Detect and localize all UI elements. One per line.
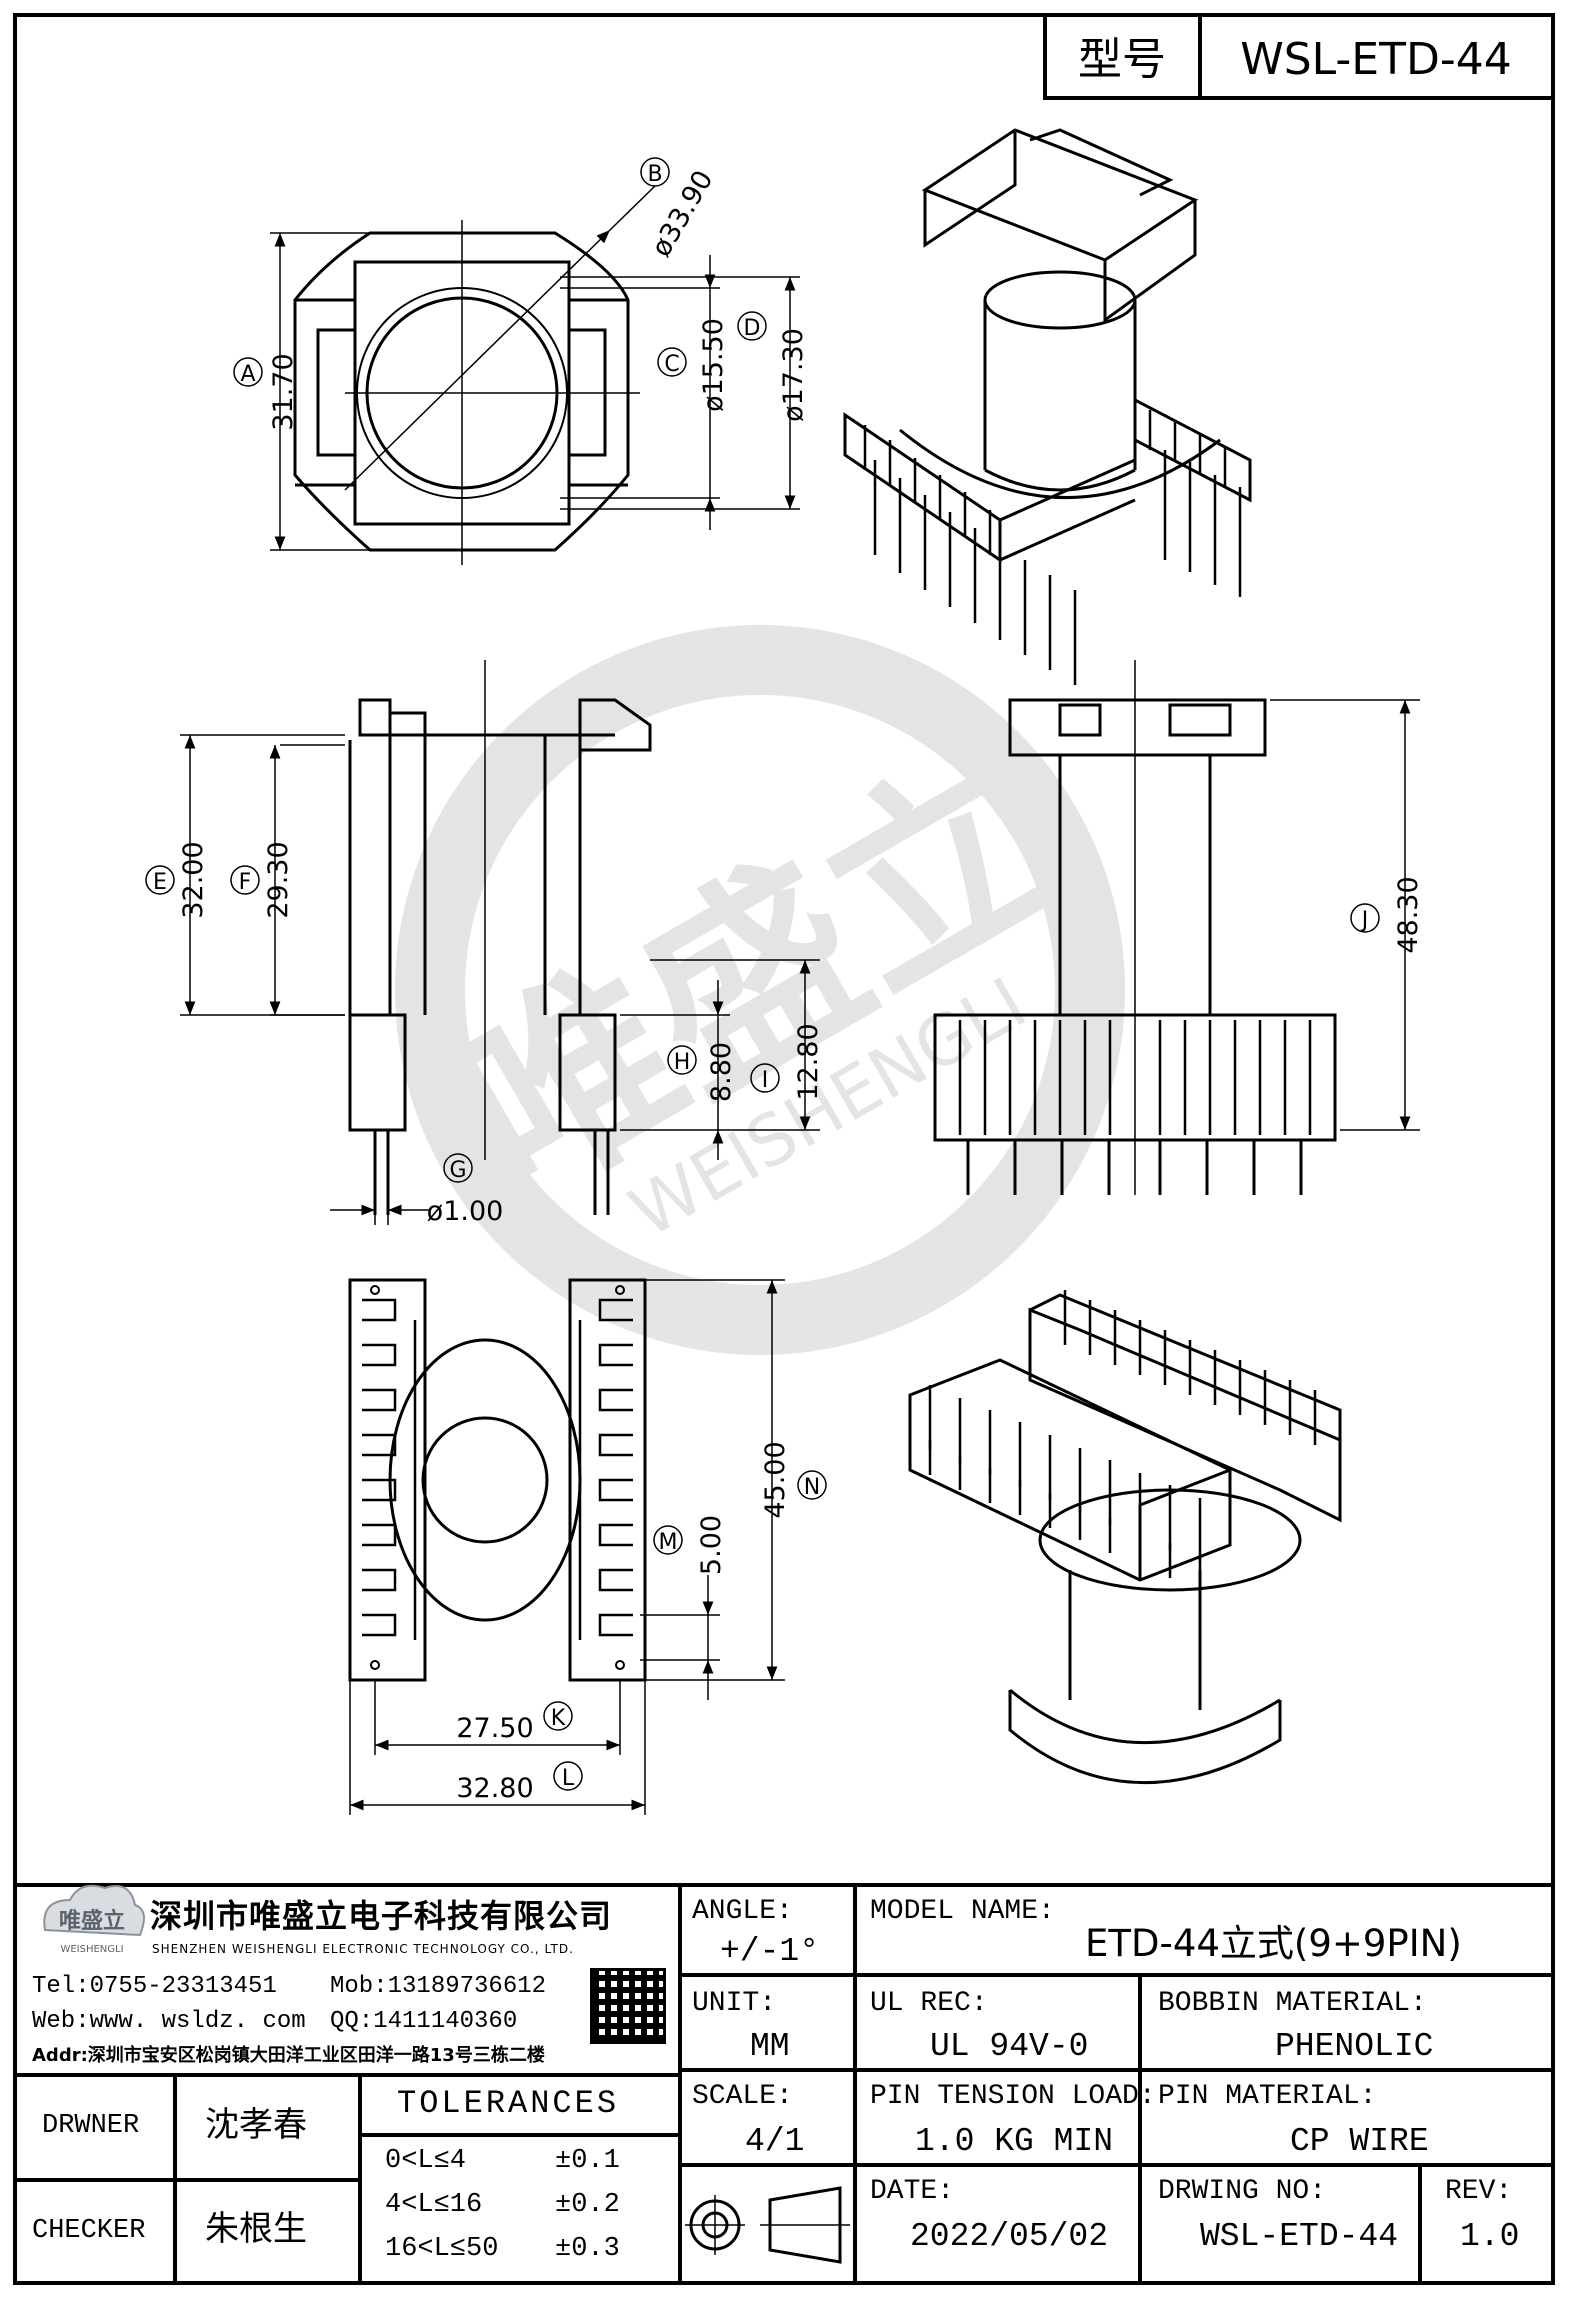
company-name-en: SHENZHEN WEISHENGLI ELECTRONIC TECHNOLOG… (152, 1942, 574, 1956)
company-mob: Mob:13189736612 (330, 1973, 547, 2000)
dim-G-value: ø1.00 (427, 1196, 504, 1227)
bobbin-material-value: PHENOLIC (1275, 2028, 1434, 2065)
company-logo: 唯盛立 WEISHENGLI (43, 1884, 145, 1955)
bobbin-material-label: BOBBIN MATERIAL: (1158, 1988, 1427, 2019)
dim-E: 32.00 E (145, 734, 345, 1016)
ul-rec-value: UL 94V-0 (930, 2028, 1089, 2065)
dim-J-value: 48.30 (1393, 876, 1424, 953)
dim-F-letter: F (239, 870, 252, 895)
tolerance-range-2: 4<L≤16 (385, 2190, 483, 2220)
header-model-label: 型号 (1078, 34, 1166, 85)
header-model-value: WSL-ETD-44 (1240, 34, 1511, 85)
dim-E-value: 32.00 (178, 841, 209, 918)
dim-L: 32.80 L (349, 1680, 646, 1815)
dim-I-letter: I (762, 1068, 769, 1093)
drawing-no-label: DRWING NO: (1158, 2176, 1327, 2207)
dim-K-value: 27.50 (456, 1713, 533, 1744)
unit-value: MM (750, 2028, 790, 2065)
tolerance-value-2: ±0.2 (555, 2190, 620, 2220)
dim-A: 31.70 A (233, 232, 370, 551)
sheet-border (13, 13, 1555, 2285)
iso-view-bottom (908, 1290, 1342, 1784)
dim-F-value: 29.30 (263, 841, 294, 918)
dim-G: ø1.00 G (330, 1153, 504, 1227)
logo-text: 唯盛立 (59, 1908, 125, 1934)
dim-J-letter: J (1360, 908, 1369, 933)
dim-M: 5.00 M (640, 1515, 727, 1700)
dim-J: 48.30 J (1270, 699, 1424, 1131)
dim-K-letter: K (551, 1706, 566, 1731)
dim-D: ø17.30 D (560, 276, 809, 510)
company-addr: Addr:深圳市宝安区松岗镇大田洋工业区田洋一路13号三栋二楼 (32, 2045, 545, 2066)
dim-N: 45.00 N (645, 1279, 827, 1681)
company-name-cn: 深圳市唯盛立电子科技有限公司 (150, 1897, 613, 1935)
model-name-value: ETD-44立式(9+9PIN) (1085, 1922, 1462, 1965)
projection-symbol (685, 2186, 850, 2264)
dim-K: 27.50 K (374, 1680, 621, 1755)
dim-B: ø33.90 B (640, 157, 720, 262)
unit-label: UNIT: (692, 1988, 777, 2019)
dim-H: 8.80 H (620, 980, 820, 1160)
model-name-label: MODEL NAME: (870, 1896, 1055, 1927)
dim-H-letter: H (674, 1050, 691, 1075)
company-qq: QQ:1411140360 (330, 2008, 518, 2035)
pin-material-value: CP WIRE (1290, 2123, 1429, 2160)
dim-G-letter: G (449, 1158, 466, 1183)
tolerance-range-3: 16<L≤50 (385, 2234, 499, 2264)
drawer-value: 沈孝春 (205, 2105, 307, 2145)
pin-tension-value: 1.0 KG MIN (915, 2123, 1114, 2160)
tolerance-value-1: ±0.1 (555, 2146, 620, 2176)
dim-C-letter: C (664, 352, 679, 377)
checker-value: 朱根生 (205, 2209, 307, 2249)
rev-label: REV: (1445, 2176, 1513, 2207)
dim-M-value: 5.00 (696, 1515, 727, 1575)
dim-I: 12.80 I (650, 959, 824, 1130)
angle-label: ANGLE: (692, 1896, 793, 1927)
dim-C: ø15.50 C (560, 255, 729, 530)
checker-label: CHECKER (32, 2216, 146, 2246)
angle-value: +/-1° (720, 1933, 820, 1970)
dim-A-value: 31.70 (268, 353, 299, 430)
drawer-label: DRWNER (42, 2111, 140, 2141)
front-view (280, 660, 652, 1215)
scale-value: 4/1 (745, 2123, 805, 2160)
dim-N-letter: N (804, 1475, 820, 1500)
dim-L-letter: L (562, 1766, 575, 1791)
date-value: 2022/05/02 (910, 2218, 1109, 2255)
dim-D-letter: D (744, 316, 761, 341)
bottom-view (348, 1278, 647, 1682)
dim-B-letter: B (647, 162, 662, 187)
dim-I-value: 12.80 (793, 1023, 824, 1100)
company-tel: Tel:0755-23313451 (32, 1973, 277, 2000)
title-block-grid (15, 1883, 1553, 2283)
dim-F: 29.30 F (230, 745, 345, 1016)
dim-E-letter: E (153, 870, 167, 895)
scale-label: SCALE: (692, 2081, 793, 2112)
tolerances-title: TOLERANCES (397, 2085, 620, 2122)
dim-N-value: 45.00 (760, 1441, 791, 1518)
date-label: DATE: (870, 2176, 955, 2207)
dim-H-value: 8.80 (706, 1042, 737, 1102)
pin-tension-label: PIN TENSION LOAD: (870, 2081, 1156, 2112)
header-model-box: 型号 WSL-ETD-44 (1043, 15, 1553, 100)
tolerance-range-1: 0<L≤4 (385, 2146, 467, 2176)
dim-D-value: ø17.30 (778, 328, 809, 422)
logo-sub: WEISHENGLI (60, 1944, 123, 1955)
iso-view-top (843, 128, 1252, 685)
dim-A-letter: A (240, 362, 255, 387)
side-view (933, 660, 1337, 1195)
top-view (293, 185, 656, 565)
dim-L-value: 32.80 (456, 1773, 533, 1804)
company-web: Web:www. wsldz. com (32, 2008, 306, 2035)
qr-code (590, 1968, 666, 2044)
dim-M-letter: M (659, 1530, 678, 1555)
drawing-no-value: WSL-ETD-44 (1200, 2218, 1399, 2255)
rev-value: 1.0 (1460, 2218, 1520, 2255)
dim-C-value: ø15.50 (698, 318, 729, 412)
tolerance-value-3: ±0.3 (555, 2234, 620, 2264)
pin-material-label: PIN MATERIAL: (1158, 2081, 1377, 2112)
ul-rec-label: UL REC: (870, 1988, 988, 2019)
